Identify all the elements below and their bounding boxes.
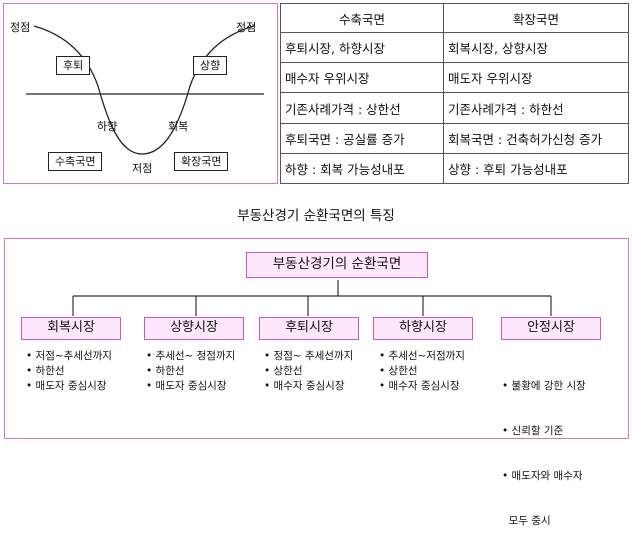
market-node-stable: 안정시장 (501, 317, 601, 340)
recession-box: 후퇴 (56, 56, 91, 75)
down-bullets: • 추세선~저점까지 • 상한선 • 매수자 중심시장 (379, 349, 465, 394)
table-cell: 매수자 우위시장 (280, 62, 444, 94)
peak-right-label: 정점 (236, 21, 257, 34)
list-item: • 하한선 (26, 365, 65, 377)
market-node-down: 하향시장 (373, 317, 473, 340)
header-contraction: 수축국면 (280, 2, 444, 34)
table-row: 후퇴시장, 하향시장 회복시장, 상향시장 (280, 32, 629, 64)
stable-bullets: • 불황에 강한 시장 • 신뢰할 기준 • 매도자와 매수자 모두 중시 (502, 349, 586, 559)
cycle-diagram-panel: 정점 정점 후퇴 상향 하향 회복 저점 수축국면 확장국면 (3, 3, 278, 184)
list-item: • 하한선 (146, 365, 185, 377)
table-cell: 후퇴시장, 하향시장 (280, 32, 444, 64)
list-item: 모두 중시 (502, 515, 551, 527)
expansion-phase-box: 확장국면 (174, 152, 229, 171)
table-cell: 후퇴국면 : 공실률 증가 (280, 122, 444, 154)
contraction-phase-box: 수축국면 (48, 152, 103, 171)
list-item: • 불황에 강한 시장 (502, 380, 586, 392)
table-cell: 회복국면 : 건축허가신청 증가 (443, 122, 629, 154)
table-cell: 매도자 우위시장 (443, 62, 629, 94)
market-tree-panel: 부동산경기의 순환국면 회복시장 상향시장 후퇴시장 하향시장 안정시장 • 저… (4, 238, 629, 527)
table-cell: 기존사례가격 : 상한선 (280, 92, 444, 124)
list-item: • 매도자와 매수자 (502, 470, 583, 482)
table-row: 하향 : 회복 가능성내포 상향 : 후퇴 가능성내포 (280, 152, 629, 185)
list-item: • 매수자 중심시장 (264, 380, 345, 392)
up-market-box: 상향 (193, 56, 228, 75)
table-row: 후퇴국면 : 공실률 증가 회복국면 : 건축허가신청 증가 (280, 122, 629, 154)
header-expansion: 확장국면 (443, 2, 629, 34)
tree-connectors (72, 280, 552, 316)
list-item: • 상한선 (379, 365, 418, 377)
table-cell: 상향 : 후퇴 가능성내포 (443, 152, 629, 185)
table-row: 매수자 우위시장 매도자 우위시장 (280, 62, 629, 94)
recovery-bullets: • 저점~추세선까지 • 하한선 • 매도자 중심시장 (26, 349, 112, 394)
list-item: • 추세선~저점까지 (379, 350, 465, 362)
table-header-row: 수축국면 확장국면 (280, 2, 629, 34)
list-item: • 매수자 중심시장 (379, 380, 460, 392)
table-cell: 하향 : 회복 가능성내포 (280, 152, 444, 185)
up-bullets: • 추세선~ 정점까지 • 하한선 • 매도자 중심시장 (146, 349, 235, 394)
list-item: • 매도자 중심시장 (146, 380, 227, 392)
phase-comparison-table: 수축국면 확장국면 후퇴시장, 하향시장 회복시장, 상향시장 매수자 우위시장… (280, 2, 629, 185)
list-item: • 정점~ 추세선까지 (264, 350, 354, 362)
table-cell: 회복시장, 상향시장 (443, 32, 629, 64)
list-item: • 상한선 (264, 365, 303, 377)
section-title: 부동산경기 순환국면의 특징 (237, 208, 395, 224)
list-item: • 매도자 중심시장 (26, 380, 107, 392)
market-node-recovery: 회복시장 (21, 317, 121, 340)
table-cell: 기존사례가격 : 하한선 (443, 92, 629, 124)
market-node-recession: 후퇴시장 (259, 317, 359, 340)
downturn-label: 하향 (97, 120, 118, 133)
peak-left-label: 정점 (10, 21, 31, 34)
trough-label: 저점 (132, 162, 153, 175)
list-item: • 신뢰할 기준 (502, 425, 564, 437)
table-row: 기존사례가격 : 상한선 기존사례가격 : 하한선 (280, 92, 629, 124)
market-node-up: 상향시장 (144, 317, 244, 340)
recovery-label: 회복 (168, 120, 189, 133)
recession-bullets: • 정점~ 추세선까지 • 상한선 • 매수자 중심시장 (264, 349, 353, 394)
root-node: 부동산경기의 순환국면 (246, 252, 428, 278)
cycle-curve (33, 25, 255, 155)
list-item: • 저점~추세선까지 (26, 350, 112, 362)
list-item: • 추세선~ 정점까지 (146, 350, 236, 362)
